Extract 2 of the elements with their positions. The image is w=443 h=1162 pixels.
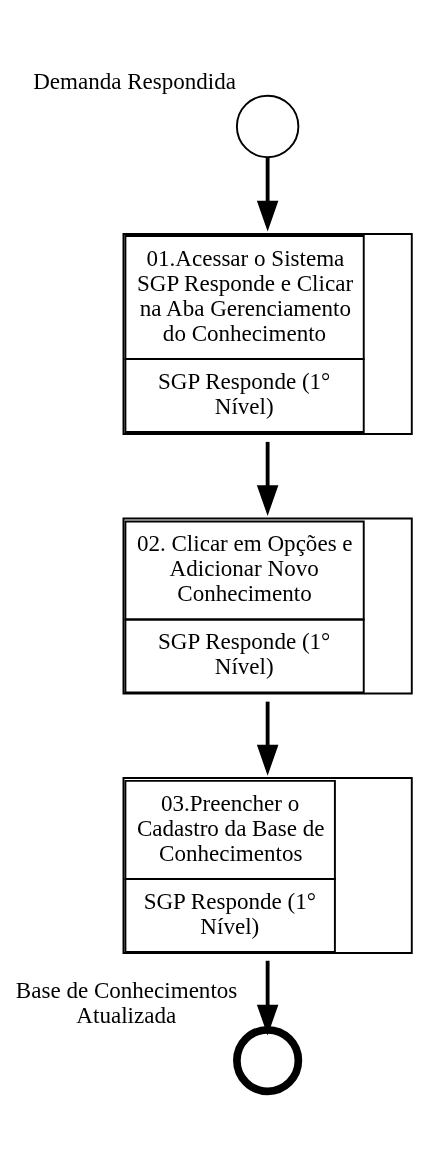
node-label: Demanda Respondida xyxy=(33,68,237,95)
node-label: Base de Conhecimentos Atualizada xyxy=(15,977,238,1029)
